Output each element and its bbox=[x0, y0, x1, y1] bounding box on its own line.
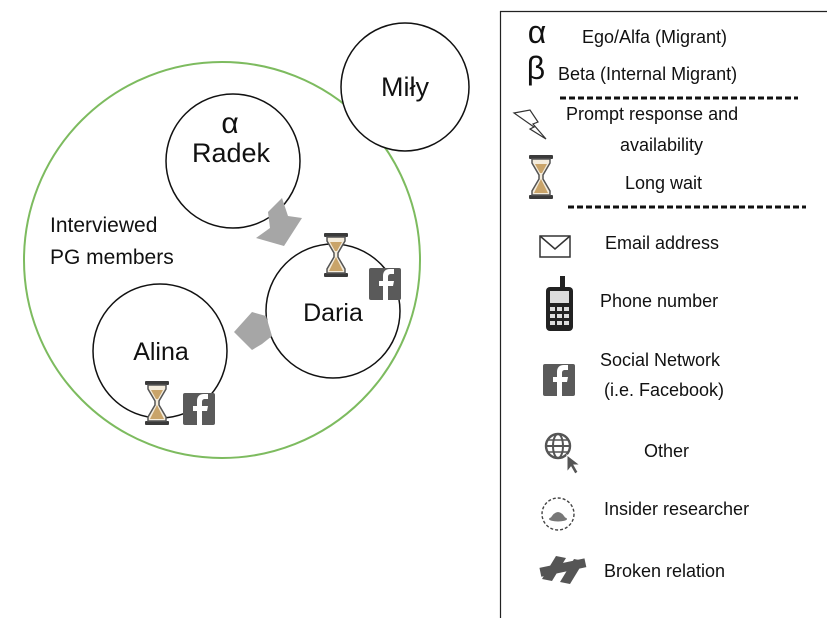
node-mily[interactable]: Miły bbox=[340, 22, 470, 152]
broken-relation-icon bbox=[539, 556, 587, 584]
node-radek[interactable]: α Radek bbox=[165, 93, 301, 229]
node-radek-symbol: α bbox=[221, 107, 238, 140]
legend-label-broken: Broken relation bbox=[604, 561, 725, 581]
facebook-icon bbox=[543, 364, 575, 396]
group-outline bbox=[23, 61, 421, 459]
node-alina-label: Alina bbox=[133, 338, 189, 366]
legend-label-insider: Insider researcher bbox=[604, 499, 749, 519]
legend-label-alpha: Ego/Alfa (Migrant) bbox=[582, 27, 727, 47]
arrow-daria-to-alina bbox=[234, 312, 272, 350]
beta-symbol: β bbox=[527, 50, 545, 86]
legend-label-email: Email address bbox=[605, 233, 719, 253]
node-mily-label: Miły bbox=[381, 72, 429, 102]
node-mily-circle bbox=[340, 22, 470, 152]
legend-label-social-line2: (i.e. Facebook) bbox=[604, 380, 724, 400]
node-radek-circle bbox=[165, 93, 301, 229]
facebook-icon bbox=[369, 268, 401, 300]
legend-label-social-line1: Social Network bbox=[600, 350, 721, 370]
node-alina[interactable]: Alina bbox=[92, 283, 228, 426]
legend-label-beta: Beta (Internal Migrant) bbox=[558, 64, 737, 84]
node-daria[interactable]: Daria bbox=[265, 232, 401, 379]
globe-cursor-icon bbox=[544, 432, 582, 475]
group-label-line1: Interviewed bbox=[50, 214, 157, 237]
insider-researcher-icon bbox=[541, 497, 575, 531]
node-daria-label: Daria bbox=[303, 299, 363, 327]
legend-label-prompt-line2: availability bbox=[620, 135, 703, 155]
alpha-symbol: α bbox=[528, 14, 547, 50]
hourglass-icon bbox=[528, 154, 554, 200]
lightning-icon bbox=[512, 109, 547, 140]
legend-label-phone: Phone number bbox=[600, 291, 718, 311]
legend-label-other: Other bbox=[644, 441, 689, 461]
legend-label-prompt-line1: Prompt response and bbox=[566, 104, 738, 124]
envelope-icon bbox=[539, 235, 571, 258]
mobile-phone-icon bbox=[546, 276, 573, 331]
legend-label-long-wait: Long wait bbox=[625, 173, 702, 193]
group-label-line2: PG members bbox=[50, 246, 174, 269]
arrow-radek-to-daria bbox=[256, 198, 302, 246]
facebook-icon bbox=[183, 393, 215, 425]
node-radek-label: Radek bbox=[192, 138, 271, 168]
